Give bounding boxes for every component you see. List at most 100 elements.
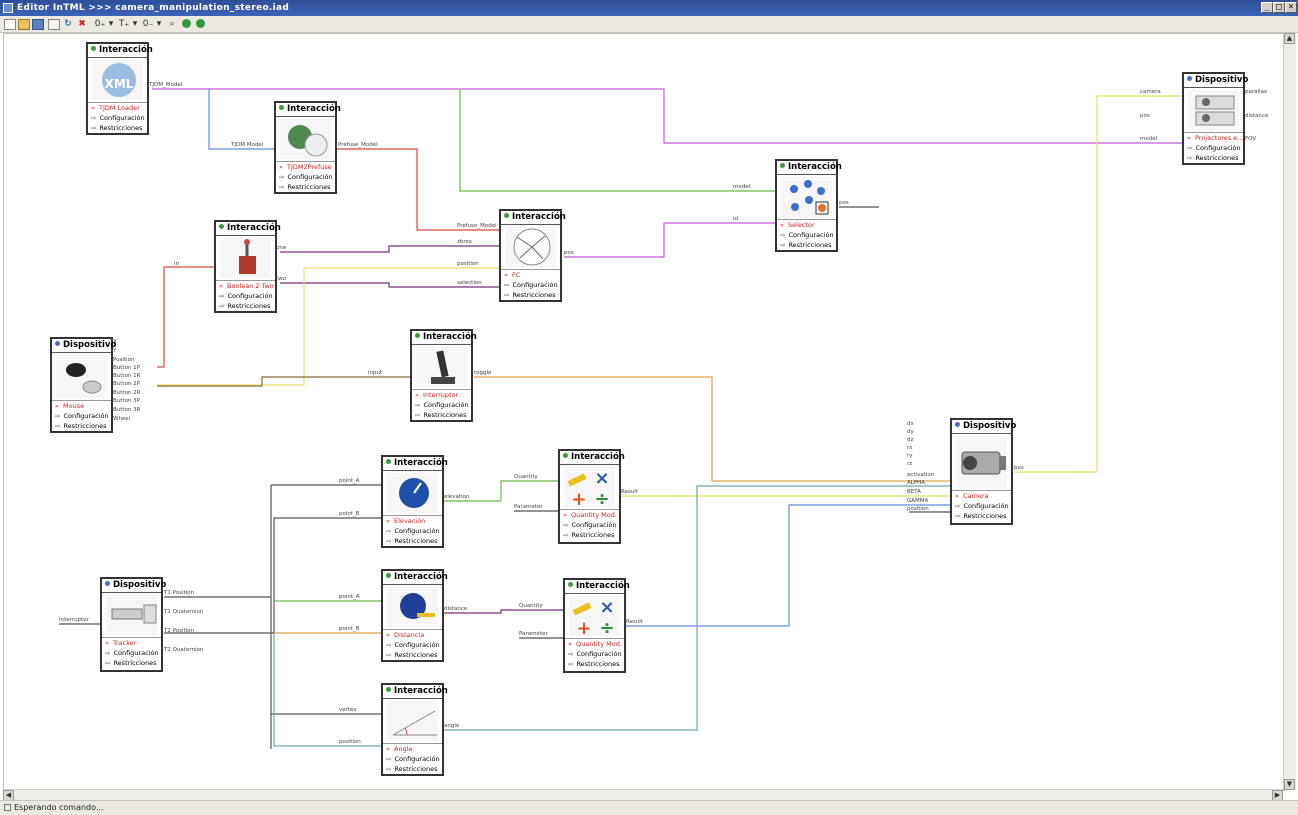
- config-link[interactable]: Configuración: [1184, 143, 1243, 153]
- node-mouse[interactable]: Dispositivo Mouse Configuración Restricc…: [50, 337, 116, 433]
- node-name: Projectores e...: [1184, 132, 1243, 143]
- restrictions-link[interactable]: Restricciones: [88, 123, 147, 133]
- restrictions-link[interactable]: Restricciones: [560, 530, 619, 540]
- node-selector[interactable]: Interacción Selector Configuración Restr…: [775, 159, 842, 252]
- scroll-up-icon[interactable]: ▲: [1284, 33, 1295, 44]
- refresh-icon[interactable]: ↻: [64, 19, 72, 29]
- node-tracker[interactable]: Dispositivo Tracker Configuración Restri…: [100, 577, 166, 672]
- diagram-canvas[interactable]: TJDM_Model TJDM Model Prefuse_Model Pref…: [3, 33, 1285, 791]
- save-icon[interactable]: [32, 19, 44, 30]
- svg-text:×: ×: [599, 597, 614, 618]
- node-interruptor[interactable]: Interacción Interruptor Configuración Re…: [410, 329, 477, 422]
- config-link[interactable]: Configuración: [88, 113, 147, 123]
- status-dot-icon: [105, 581, 110, 586]
- node-quantity-mod-2[interactable]: Interacción ×+÷ Quantity Mod. Configurac…: [563, 578, 630, 673]
- node-fc[interactable]: Interacción FC Configuración Restriccion…: [499, 209, 566, 302]
- config-link[interactable]: Configuración: [383, 754, 442, 764]
- port-label: model: [733, 184, 751, 190]
- config-link[interactable]: Configuración: [777, 230, 836, 240]
- chevron-down-icon[interactable]: ▾: [108, 19, 114, 29]
- svg-text:×: ×: [594, 468, 609, 489]
- open-folder-icon[interactable]: [18, 19, 30, 30]
- port-label: point_B: [339, 511, 360, 517]
- copy-icon[interactable]: [48, 19, 60, 30]
- config-link[interactable]: Configuración: [276, 172, 335, 182]
- port-label: TJDM_Model: [149, 82, 183, 88]
- restrictions-link[interactable]: Restricciones: [276, 182, 335, 192]
- node-name: TJDM2Prefuse: [276, 161, 335, 172]
- minimize-button[interactable]: _: [1261, 2, 1273, 13]
- node-header: Interacción: [394, 686, 448, 696]
- port-label: zbrex: [457, 239, 473, 245]
- node-projectors[interactable]: Dispositivo Projectores e... Configuraci…: [1182, 72, 1248, 165]
- restrictions-link[interactable]: Restricciones: [501, 290, 560, 300]
- projector-icon: [1188, 90, 1239, 130]
- restrictions-link[interactable]: Restricciones: [383, 650, 442, 660]
- delete-icon[interactable]: ✖: [78, 19, 86, 29]
- zoom-in-dropdown[interactable]: 0₊: [94, 19, 106, 29]
- stop-icon[interactable]: [196, 19, 205, 28]
- close-button[interactable]: ×: [1285, 2, 1297, 13]
- text-size-dropdown[interactable]: T₊: [118, 19, 130, 29]
- status-dot-icon: [415, 333, 420, 338]
- config-link[interactable]: Configuración: [952, 501, 1011, 511]
- restrictions-link[interactable]: Restricciones: [777, 240, 836, 250]
- scroll-down-icon[interactable]: ▼: [1284, 779, 1295, 790]
- status-dot-icon: [279, 105, 284, 110]
- config-link[interactable]: Configuración: [52, 411, 111, 421]
- status-dot-icon: [386, 459, 391, 464]
- node-quantity-mod-1[interactable]: Interacción ×+÷ Quantity Mod. Configurac…: [558, 449, 625, 544]
- svg-text:XML: XML: [105, 77, 134, 91]
- chevron-down-icon[interactable]: ▾: [132, 19, 138, 29]
- config-link[interactable]: Configuración: [560, 520, 619, 530]
- xml-icon: XML: [92, 60, 143, 100]
- port-label: Button 1R: [113, 373, 141, 379]
- port-label: activation: [907, 472, 935, 478]
- port-label: dy: [907, 429, 914, 435]
- search-icon[interactable]: ⌕: [169, 19, 175, 29]
- port-label: T2 Position: [164, 628, 195, 634]
- restrictions-link[interactable]: Restricciones: [383, 536, 442, 546]
- status-dot-icon: [386, 687, 391, 692]
- node-camera[interactable]: Dispositivo Camera Configuración Restric…: [950, 418, 1016, 525]
- port-label: Button 2P: [113, 381, 140, 387]
- port-label: FOV: [1245, 136, 1257, 142]
- port-label: Quantity: [514, 474, 538, 480]
- config-link[interactable]: Configuración: [412, 400, 471, 410]
- restrictions-link[interactable]: Restricciones: [565, 659, 624, 669]
- node-distance[interactable]: Interacción Distancia Configuración Rest…: [381, 569, 448, 662]
- restrictions-link[interactable]: Restricciones: [952, 511, 1011, 521]
- config-link[interactable]: Configuración: [216, 291, 275, 301]
- chevron-down-icon[interactable]: ▾: [156, 19, 162, 29]
- node-elevation[interactable]: Interacción Elevación Configuración Rest…: [381, 455, 448, 548]
- play-icon[interactable]: [182, 19, 191, 28]
- port-label: GAMMA: [907, 498, 929, 504]
- restrictions-link[interactable]: Restricciones: [216, 301, 275, 311]
- node-name: Tracker: [102, 637, 161, 648]
- node-tjdm-loader[interactable]: Interacción XML TJDM Loader Configuració…: [86, 42, 153, 135]
- node-name: Quantity Mod.: [565, 638, 624, 649]
- zoom-out-dropdown[interactable]: 0₋: [142, 19, 154, 29]
- config-link[interactable]: Configuración: [565, 649, 624, 659]
- node-name: Distancia: [383, 629, 442, 640]
- node-boolean-2-two[interactable]: Interacción Boolean 2 Two Configuración …: [214, 220, 281, 313]
- node-angle[interactable]: Interacción Angle Configuración Restricc…: [381, 683, 448, 776]
- config-link[interactable]: Configuración: [102, 648, 161, 658]
- port-label: position: [339, 739, 361, 745]
- maximize-button[interactable]: □: [1273, 2, 1285, 13]
- restrictions-link[interactable]: Restricciones: [52, 421, 111, 431]
- restrictions-link[interactable]: Restricciones: [1184, 153, 1243, 163]
- restrictions-link[interactable]: Restricciones: [412, 410, 471, 420]
- node-tjdm-prefuse[interactable]: Interacción TJDM2Prefuse Configuración R…: [274, 101, 341, 194]
- config-link[interactable]: Configuración: [383, 640, 442, 650]
- port-label: model: [1140, 136, 1158, 142]
- node-header: Interacción: [571, 452, 625, 462]
- vertical-scrollbar[interactable]: ▲ ▼: [1283, 33, 1296, 790]
- new-file-icon[interactable]: [4, 19, 16, 30]
- config-link[interactable]: Configuración: [501, 280, 560, 290]
- config-link[interactable]: Configuración: [383, 526, 442, 536]
- horizontal-scrollbar[interactable]: ◀ ▶: [3, 789, 1283, 801]
- port-label: camera: [1140, 89, 1161, 95]
- restrictions-link[interactable]: Restricciones: [102, 658, 161, 668]
- restrictions-link[interactable]: Restricciones: [383, 764, 442, 774]
